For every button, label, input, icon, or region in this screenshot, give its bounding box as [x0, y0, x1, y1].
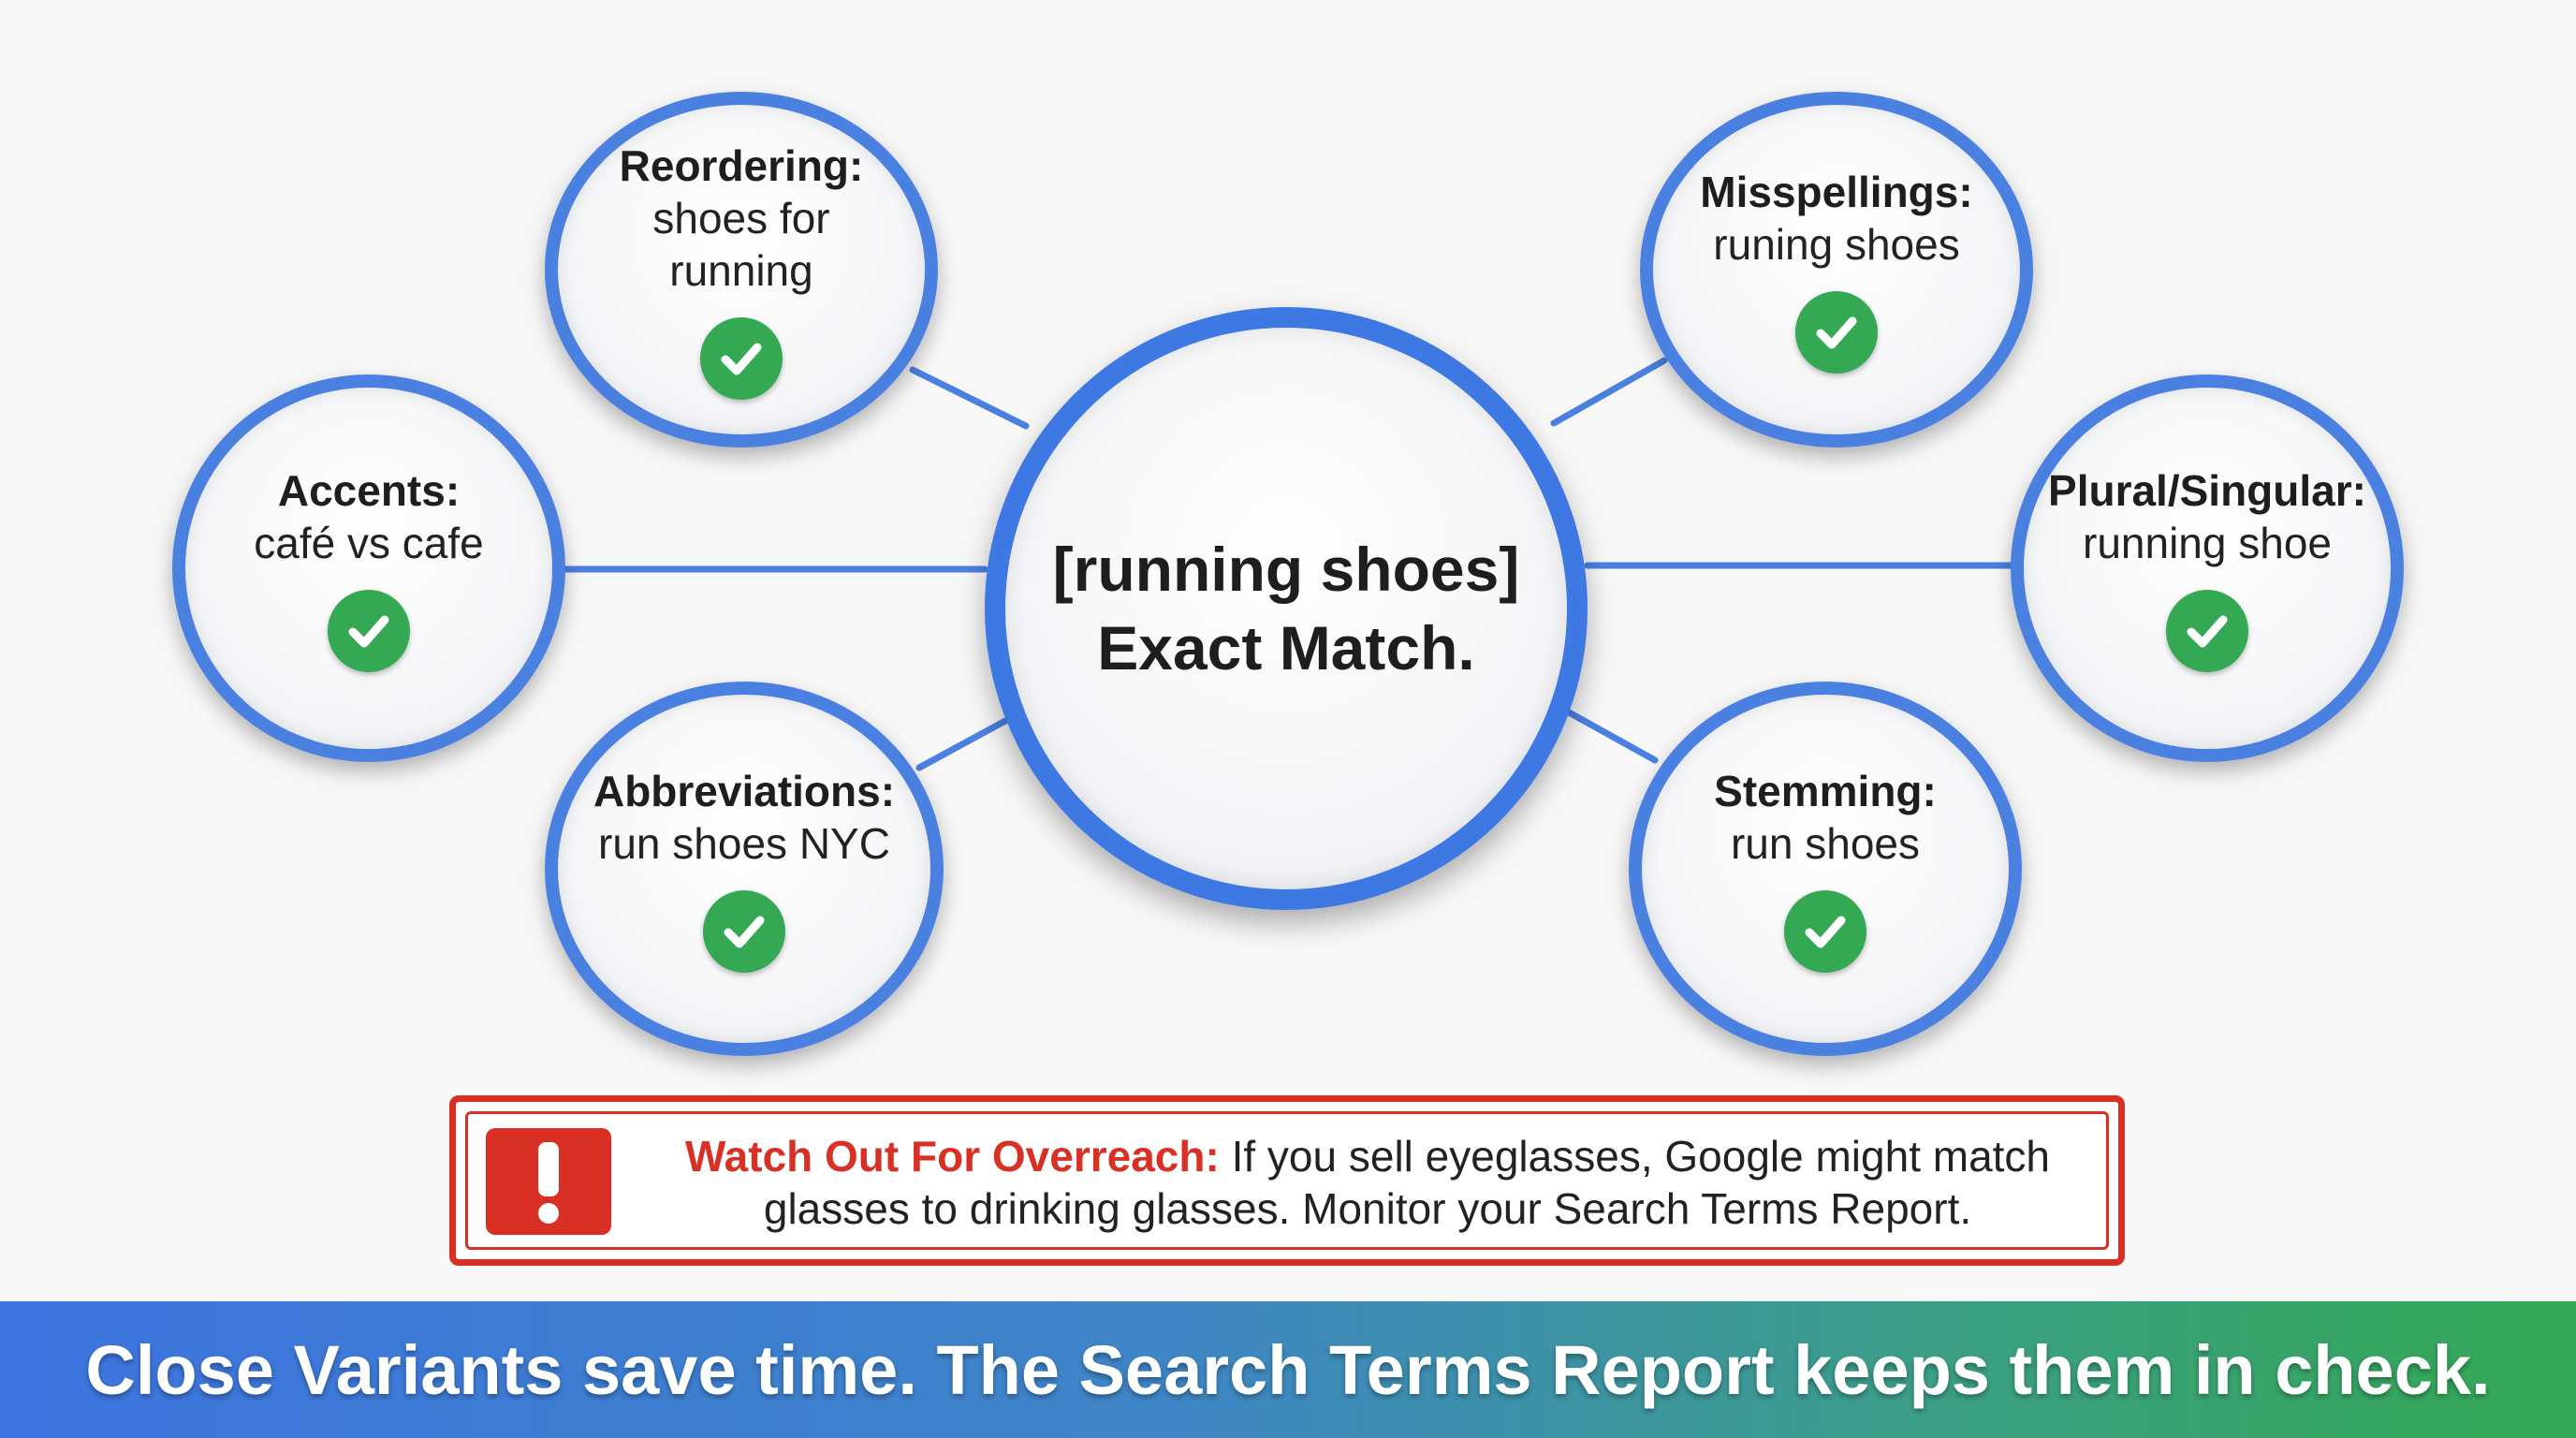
variant-node-reordering: Reordering: shoes for running	[545, 92, 938, 448]
variant-example: running shoe	[2083, 519, 2332, 567]
checkmark-icon	[700, 317, 783, 400]
warning-title: Watch Out For Overreach:	[684, 1132, 1220, 1181]
connector-reordering	[909, 366, 1030, 430]
variant-example: runing shoes	[1713, 220, 1960, 269]
variant-node-misspellings: Misspellings: runing shoes	[1640, 92, 2033, 448]
variant-example: café vs cafe	[254, 519, 484, 567]
variant-label: Reordering:	[619, 141, 864, 190]
variant-label: Stemming:	[1714, 767, 1937, 815]
variant-label: Abbreviations:	[593, 767, 896, 815]
connector-misspellings	[1550, 357, 1668, 427]
overreach-warning-box: Watch Out For Overreach: If you sell eye…	[449, 1095, 2125, 1266]
close-variants-diagram: [running shoes] Exact Match. Reordering:…	[172, 92, 2404, 1266]
variant-example: shoes for running	[652, 194, 830, 295]
checkmark-icon	[328, 590, 410, 672]
variant-node-stemming: Stemming: run shoes	[1629, 682, 2022, 1056]
center-keyword: [running shoes]	[1052, 535, 1520, 604]
variant-node-plural: Plural/Singular: running shoe	[2011, 374, 2404, 762]
footer-banner: Close Variants save time. The Search Ter…	[0, 1301, 2576, 1438]
variant-label: Accents:	[277, 466, 461, 515]
variant-label: Misspellings:	[1700, 168, 1973, 216]
warning-inner-border	[465, 1111, 2109, 1250]
variant-node-abbreviations: Abbreviations: run shoes NYC	[545, 682, 944, 1056]
checkmark-icon	[1795, 291, 1878, 374]
checkmark-icon	[2166, 590, 2248, 672]
center-keyword-node: [running shoes] Exact Match.	[985, 307, 1588, 910]
center-match-type: Exact Match.	[1097, 613, 1475, 682]
warning-text: Watch Out For Overreach: If you sell eye…	[634, 1130, 2101, 1235]
connector-lines	[554, 357, 2018, 771]
variant-label: Plural/Singular:	[2048, 466, 2366, 515]
banner-text: Close Variants save time. The Search Ter…	[85, 1330, 2491, 1409]
exclamation-icon	[486, 1128, 611, 1235]
variant-example: run shoes NYC	[598, 819, 890, 868]
checkmark-icon	[1784, 890, 1866, 973]
variant-node-accents: Accents: café vs cafe	[172, 374, 565, 762]
checkmark-icon	[703, 890, 785, 973]
warning-body: If you sell eyeglasses, Google might mat…	[763, 1132, 2051, 1233]
variant-example: run shoes	[1730, 819, 1920, 868]
connector-stemming	[1550, 700, 1659, 764]
